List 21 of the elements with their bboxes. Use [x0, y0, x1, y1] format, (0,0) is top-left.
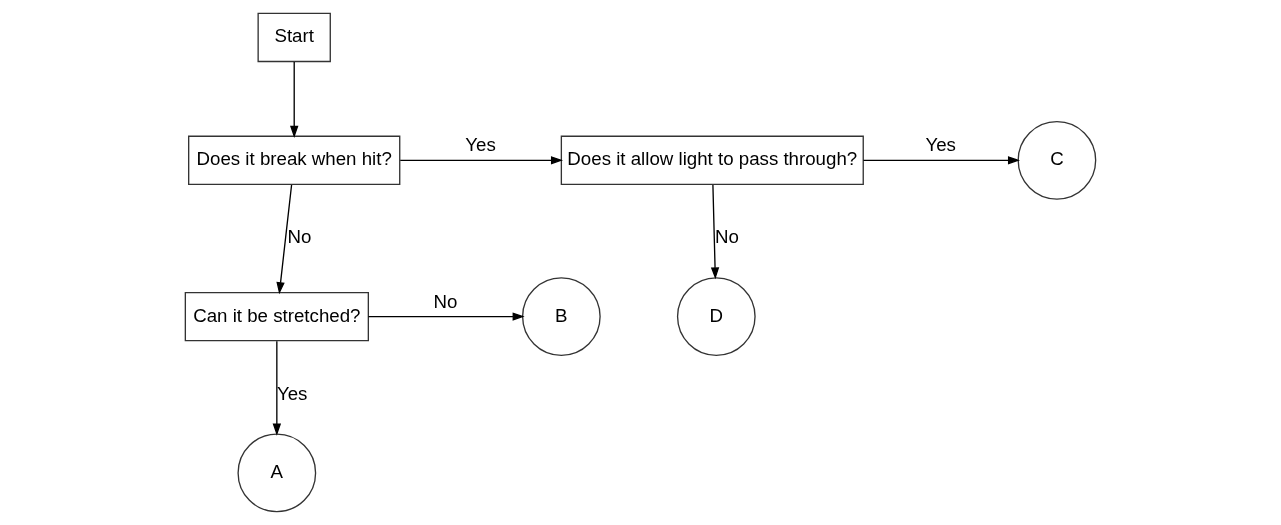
- node-circle: A: [237, 433, 317, 513]
- arrow: [290, 61, 299, 138]
- arrow: [399, 156, 563, 165]
- edge-label: Yes: [465, 134, 496, 156]
- arrow: [276, 184, 293, 295]
- edge-label: Yes: [276, 382, 308, 404]
- edge-label: No: [287, 226, 312, 248]
- node-box: Start: [257, 12, 331, 63]
- node-box: Does it allow light to pass through?: [560, 135, 864, 186]
- arrow: [272, 340, 282, 436]
- arrow: [367, 312, 525, 321]
- node-circle: C: [1017, 120, 1097, 200]
- edge-label: No: [433, 290, 458, 312]
- node-circle: D: [676, 277, 756, 356]
- arrow: [710, 184, 720, 280]
- edge-label: No: [715, 226, 739, 248]
- node-box: Does it break when hit?: [188, 135, 401, 186]
- node-circle: B: [521, 277, 601, 356]
- arrow: [862, 156, 1020, 165]
- node-box: Can it be stretched?: [184, 291, 369, 342]
- edge-label: Yes: [925, 134, 956, 156]
